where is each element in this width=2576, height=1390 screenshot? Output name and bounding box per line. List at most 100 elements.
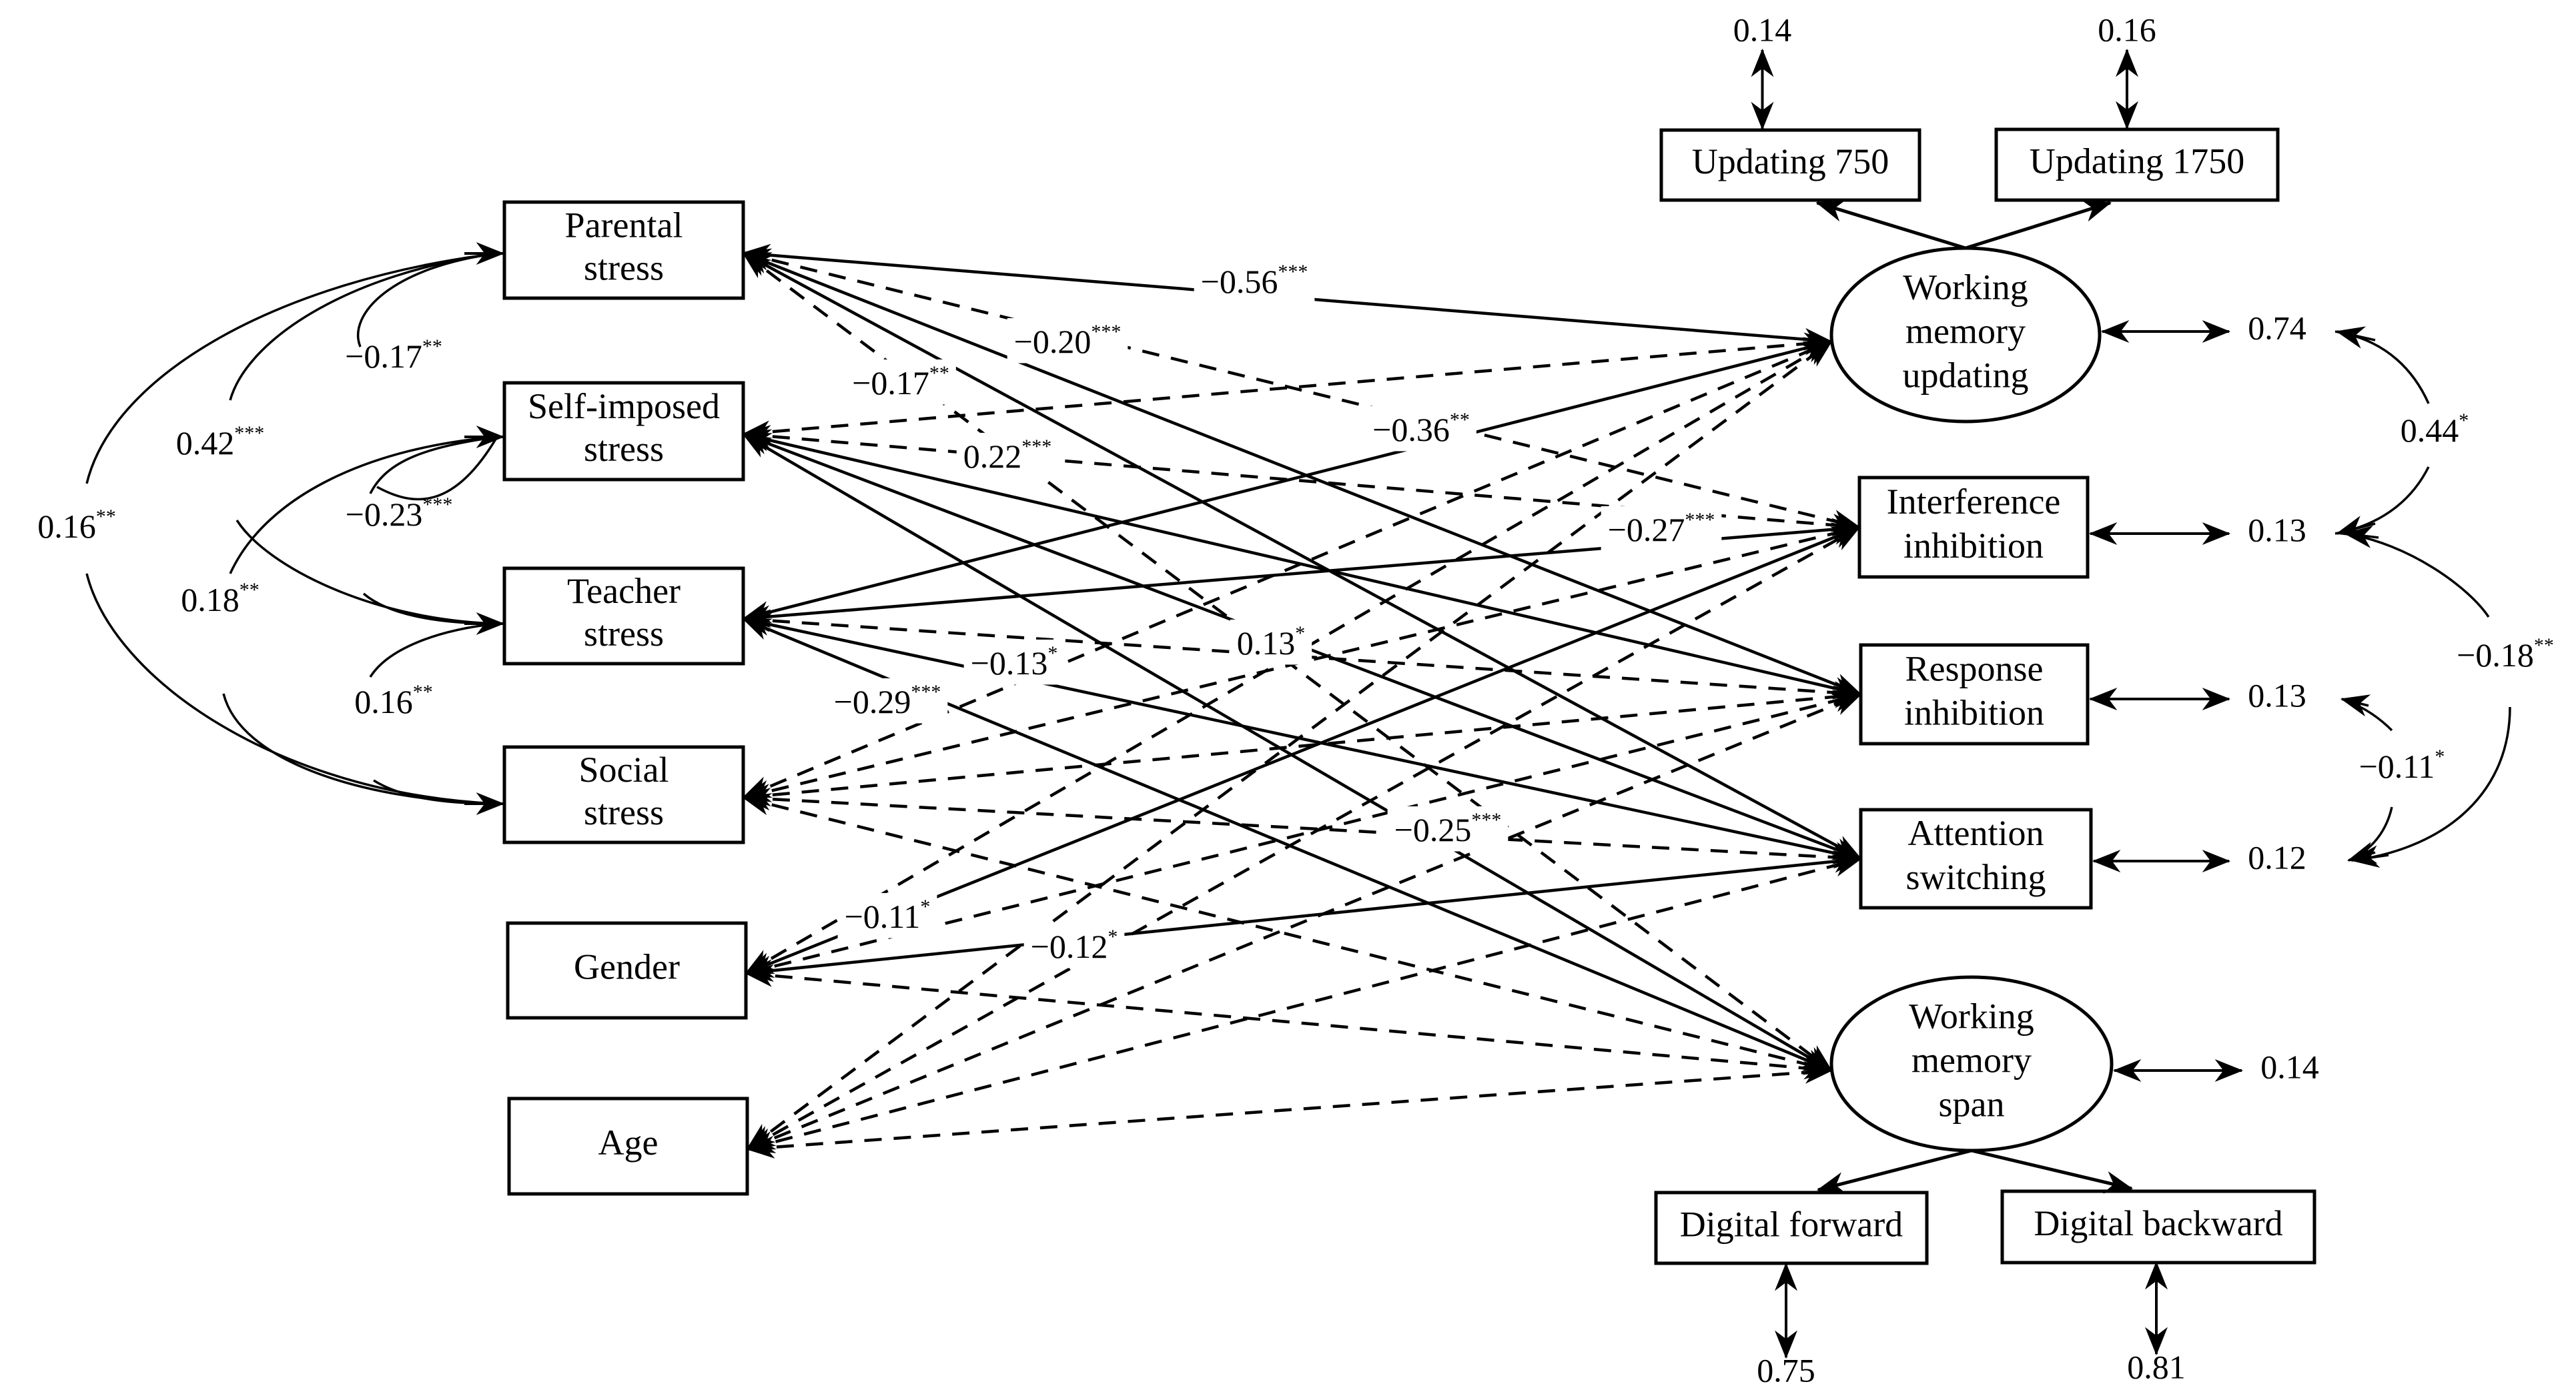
covariance-arrowhead [2346,842,2378,864]
node-label: Attention [1908,813,2044,853]
label-background [827,678,948,724]
coefficient-value: −0.17 [852,364,929,402]
residual-variance: 0.81 [2127,1348,2186,1385]
path-coefficient-P-RI: −0.20*** [1007,317,1128,364]
node-label: Interference [1887,482,2061,522]
node-label: Social [579,750,669,790]
indicator-node-df: Digital forward 0.75 [1654,1149,1972,1389]
svg-text:−0.56***: −0.56*** [1201,261,1308,301]
node-box [1994,127,2280,202]
svg-text:−0.29***: −0.29*** [834,681,941,721]
path-coefficient-T-AS: −0.13* [963,639,1065,685]
covariance-arrowhead [2335,326,2376,349]
factor-loading-arrow [1971,1149,2134,1194]
svg-text:−0.27***: −0.27*** [1608,509,1715,549]
node-label: Digital forward [1680,1204,1903,1244]
significance-stars: *** [1278,261,1308,283]
node-box [1859,808,2093,910]
svg-text:−0.11*: −0.11* [2359,746,2445,786]
svg-text:−0.13*: −0.13* [971,642,1058,682]
indicator-node-u750: Updating 750 0.14 [1659,11,1966,250]
residual-variance: 0.74 [2248,309,2306,346]
coefficient-value: 0.16 [354,683,413,720]
covariance-label-s-t: −0.23*** [346,494,453,534]
nodes: ParentalstressSelf-imposedstressTeachers… [502,11,2319,1389]
node-label: Gender [574,946,680,986]
significance-stars: ** [96,506,116,528]
path-coefficient-T-WMU: −0.36** [1366,406,1476,452]
residual-variance: 0.75 [1757,1351,1815,1389]
svg-text:−0.20***: −0.20*** [1014,321,1122,361]
node-label: Self-imposed [528,386,720,426]
svg-text:−0.17**: −0.17** [852,362,949,402]
svg-text:0.44*: 0.44* [2401,410,2469,450]
significance-stars: ** [929,362,949,384]
node-label: memory [1911,1040,2032,1080]
residual-variance: 0.16 [2098,11,2156,48]
label-background [1387,806,1509,852]
coefficient-value: −0.25 [1394,811,1472,848]
coefficient-value: −0.36 [1372,411,1450,448]
significance-stars: ** [1450,409,1470,431]
node-label: Teacher [567,571,681,611]
svg-text:−0.12*: −0.12* [1031,926,1118,966]
significance-stars: *** [1091,321,1121,343]
label-background [963,639,1065,685]
node-label: Working [1903,267,2028,307]
svg-text:−0.23***: −0.23*** [346,494,453,534]
label-background [1601,506,1722,552]
node-label: stress [584,429,664,469]
label-background [1194,257,1315,303]
coefficient-value: −0.56 [1201,263,1278,300]
significance-stars: * [1047,642,1057,664]
covariance-arc-p-t [229,252,498,625]
residual-variance: 0.13 [2248,511,2306,548]
significance-stars: ** [240,579,260,601]
path-A-to-WMU [746,340,1833,1151]
residual-covariance-label-ri-as: −0.11* [2359,746,2445,786]
label-background [837,892,937,938]
covariance-arcs [85,242,2511,868]
node-box [506,921,748,1020]
coefficient-value: −0.23 [346,496,423,533]
coefficient-value: −0.29 [834,683,911,720]
path-coefficient-T-RI: 0.13* [1230,619,1312,665]
label-background [845,359,956,405]
label-background [1366,406,1476,452]
node-label: stress [584,247,664,287]
coefficient-value: 0.42 [176,424,235,462]
structural-paths [741,243,1863,1159]
residual-variance: 0.14 [1733,11,1792,48]
node-label: Digital backward [2034,1203,2282,1243]
svg-text:0.42***: 0.42*** [176,422,265,462]
label-background [1023,922,1125,968]
significance-stars: *** [234,422,264,444]
covariance-arrowhead [2335,516,2376,538]
coefficient-value: −0.18 [2457,636,2534,674]
svg-text:−0.36**: −0.36** [1372,409,1470,449]
significance-stars: ** [2534,634,2554,656]
significance-stars: *** [1685,509,1715,531]
node-label: Updating 750 [1692,141,1889,181]
label-background [1230,619,1312,665]
path-P-to-AS [742,251,1862,860]
factor-loading-arrow [1816,1149,1972,1195]
node-box [1659,128,1921,202]
path-So-to-WMU [742,339,1833,799]
residual-variance: 0.14 [2260,1048,2319,1085]
node-label: span [1939,1084,2005,1124]
node-label: inhibition [1903,526,2044,566]
label-background [956,432,1059,478]
svg-text:−0.18**: −0.18** [2457,634,2554,674]
path-coefficient-T-II: −0.27*** [1601,506,1722,552]
covariance-label-p-t: 0.42*** [176,422,265,462]
node-label: switching [1906,857,2046,897]
path-coefficient-G-II: −0.11* [837,892,937,938]
